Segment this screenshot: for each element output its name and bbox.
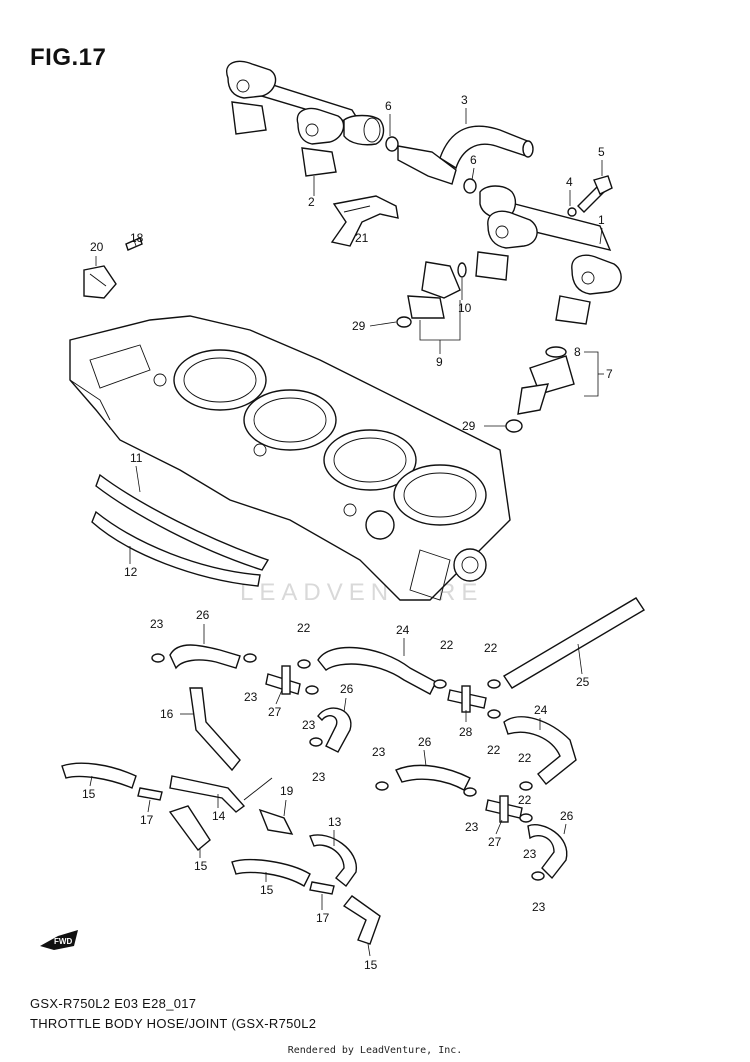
callout-29a: 29 xyxy=(352,319,366,333)
callout-15d: 15 xyxy=(364,958,378,972)
hose-24a[interactable] xyxy=(317,646,437,695)
injector-7[interactable] xyxy=(505,346,575,433)
callout-6a: 6 xyxy=(385,99,392,113)
fwd-arrow: FWD xyxy=(40,930,78,950)
callout-12: 12 xyxy=(124,565,138,579)
callouts: 2 3 6 6 5 4 1 21 20 18 10 29 9 8 7 29 11… xyxy=(82,93,613,972)
joint-28[interactable] xyxy=(447,685,487,713)
callout-9: 9 xyxy=(436,355,443,369)
callout-27a: 27 xyxy=(268,705,282,719)
callout-28: 28 xyxy=(459,725,473,739)
callout-23h: 23 xyxy=(532,900,546,914)
callout-5: 5 xyxy=(598,145,605,159)
callout-10: 10 xyxy=(458,301,472,315)
hose-25[interactable] xyxy=(503,597,645,689)
callout-21: 21 xyxy=(355,231,369,245)
callout-13: 13 xyxy=(328,815,342,829)
connector-pipe-3[interactable] xyxy=(397,125,534,185)
callout-23g: 23 xyxy=(523,847,537,861)
figure-title: FIG.17 xyxy=(30,44,107,71)
callout-17a: 17 xyxy=(140,813,154,827)
valve-19[interactable] xyxy=(243,777,294,835)
throttle-body[interactable] xyxy=(69,315,511,601)
callout-17b: 17 xyxy=(316,911,330,925)
callout-15a: 15 xyxy=(82,787,96,801)
clips xyxy=(151,653,545,881)
diagram-code: GSX-R750L2 E03 E28_017 xyxy=(30,996,197,1011)
clamp-21[interactable] xyxy=(330,195,399,247)
rendered-by-credit: Rendered by LeadVenture, Inc. xyxy=(287,1045,463,1056)
callout-6b: 6 xyxy=(470,153,477,167)
callout-4: 4 xyxy=(566,175,573,189)
joint-27b[interactable] xyxy=(485,795,523,823)
hose-11[interactable] xyxy=(95,473,270,571)
callout-23a: 23 xyxy=(150,617,164,631)
callout-22f: 22 xyxy=(518,793,532,807)
callout-2: 2 xyxy=(308,195,315,209)
callout-26b: 26 xyxy=(340,682,354,696)
hose-26c[interactable] xyxy=(395,764,471,791)
hose-26a[interactable] xyxy=(169,644,241,670)
callout-26a: 26 xyxy=(196,608,210,622)
callout-23e: 23 xyxy=(372,745,386,759)
fwd-label: FWD xyxy=(54,937,72,946)
o-ring-10[interactable] xyxy=(457,262,467,278)
callout-27b: 27 xyxy=(488,835,502,849)
callout-18: 18 xyxy=(130,231,144,245)
callout-7: 7 xyxy=(606,367,613,381)
fuel-rail-lower[interactable] xyxy=(475,185,622,325)
fuel-rail-upper[interactable] xyxy=(226,60,385,177)
callout-26d: 26 xyxy=(560,809,574,823)
hose-15b[interactable] xyxy=(168,805,211,852)
callout-20: 20 xyxy=(90,240,104,254)
hose-13[interactable] xyxy=(309,834,357,888)
callout-22c: 22 xyxy=(484,641,498,655)
callout-26c: 26 xyxy=(418,735,432,749)
o-ring-6a[interactable] xyxy=(385,136,399,152)
hose-26b[interactable] xyxy=(317,707,352,753)
hose-26d[interactable] xyxy=(527,824,568,880)
hose-15a[interactable] xyxy=(61,762,137,789)
callout-14: 14 xyxy=(212,809,226,823)
washer-4[interactable] xyxy=(567,207,577,217)
diagram-description: THROTTLE BODY HOSE/JOINT (GSX-R750L2 xyxy=(30,1016,317,1031)
callout-23d: 23 xyxy=(312,770,326,784)
hose-14[interactable] xyxy=(169,775,246,813)
callout-29b: 29 xyxy=(462,419,476,433)
callout-22e: 22 xyxy=(518,751,532,765)
callout-22b: 22 xyxy=(440,638,454,652)
injector-9[interactable] xyxy=(396,261,461,328)
callout-3: 3 xyxy=(461,93,468,107)
callout-22a: 22 xyxy=(297,621,311,635)
callout-16: 16 xyxy=(160,707,174,721)
callout-15b: 15 xyxy=(194,859,208,873)
callout-22d: 22 xyxy=(487,743,501,757)
callout-11: 11 xyxy=(130,451,143,465)
callout-23c: 23 xyxy=(302,718,316,732)
hose-12[interactable] xyxy=(91,510,261,587)
callout-19: 19 xyxy=(280,784,294,798)
callout-24a: 24 xyxy=(396,623,410,637)
joint-27a[interactable] xyxy=(265,665,301,695)
callout-1: 1 xyxy=(598,213,605,227)
callout-24b: 24 xyxy=(534,703,548,717)
screw-18[interactable] xyxy=(125,237,143,251)
sensor-20[interactable] xyxy=(83,265,117,299)
joint-17a[interactable] xyxy=(137,787,163,801)
joint-17b[interactable] xyxy=(309,881,335,895)
callout-8: 8 xyxy=(574,345,581,359)
hose-15d[interactable] xyxy=(342,895,381,945)
hose-15c[interactable] xyxy=(231,858,311,887)
hose-24b[interactable] xyxy=(503,716,577,785)
o-ring-6b[interactable] xyxy=(463,178,477,194)
callout-23f: 23 xyxy=(465,820,479,834)
hose-16[interactable] xyxy=(189,687,241,772)
callout-15c: 15 xyxy=(260,883,274,897)
callout-25: 25 xyxy=(576,675,590,689)
callout-23b: 23 xyxy=(244,690,258,704)
bolt-5[interactable] xyxy=(577,175,613,213)
